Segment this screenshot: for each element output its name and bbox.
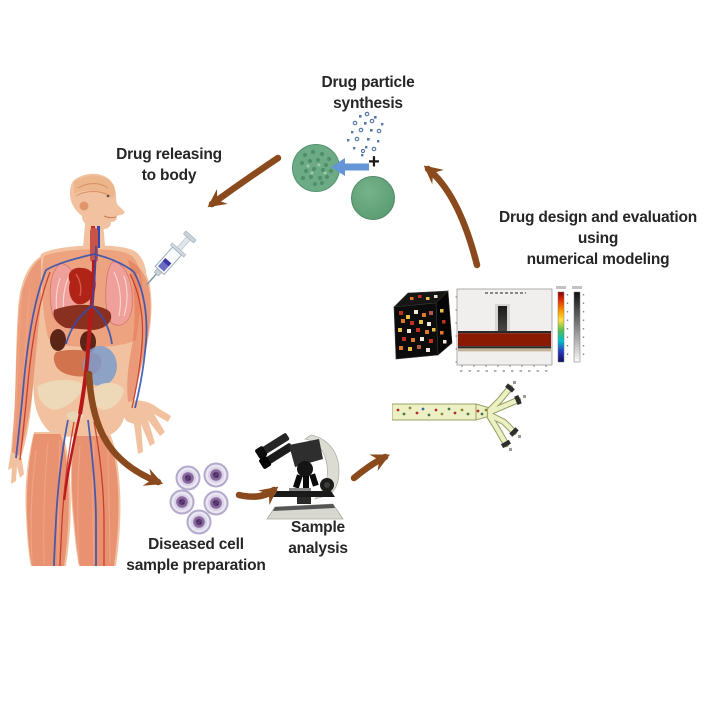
label-line: using	[577, 230, 619, 247]
diseased-cells-icon	[169, 462, 229, 535]
label-line: sample preparation	[126, 557, 266, 574]
label-line: analysis	[288, 540, 348, 557]
label-line: synthesis	[333, 95, 403, 112]
label-line: Drug particle	[321, 74, 415, 91]
label-drug-particle-synthesis: Drug particle synthesis	[288, 72, 448, 114]
label-diseased-cell-prep: Diseased cell sample preparation	[106, 534, 286, 576]
drug-loaded-particle-icon	[292, 144, 340, 192]
nanoparticles-icon	[347, 111, 384, 157]
transfer-arrow-icon	[331, 158, 369, 176]
rainbow-colorbar	[557, 291, 565, 363]
label-line: to body	[141, 167, 197, 184]
syringe-icon	[146, 230, 197, 286]
simulation-cube-image	[393, 290, 453, 360]
label-line: Drug design and evaluation	[498, 209, 698, 226]
microscope-icon	[255, 433, 344, 520]
cycle-arrow-microscope-to-modeling	[350, 453, 390, 482]
microfluidic-channel-image	[392, 381, 526, 451]
grayscale-colorbar	[573, 291, 581, 363]
label-line: Diseased cell	[148, 536, 244, 553]
cycle-arrow-modeling-to-synthesis	[423, 165, 481, 269]
label-line: numerical modeling	[526, 251, 670, 268]
plus-sign: +	[368, 151, 380, 173]
label-drug-design-evaluation: Drug design and evaluation using numeric…	[490, 207, 706, 270]
label-line: Drug releasing	[116, 146, 222, 163]
simulation-plot-image	[455, 286, 585, 372]
label-line: Sample	[291, 519, 345, 536]
label-drug-releasing-to-body: Drug releasing to body	[89, 144, 249, 186]
drug-plain-particle-icon	[351, 176, 395, 220]
label-sample-analysis: Sample analysis	[258, 517, 378, 559]
